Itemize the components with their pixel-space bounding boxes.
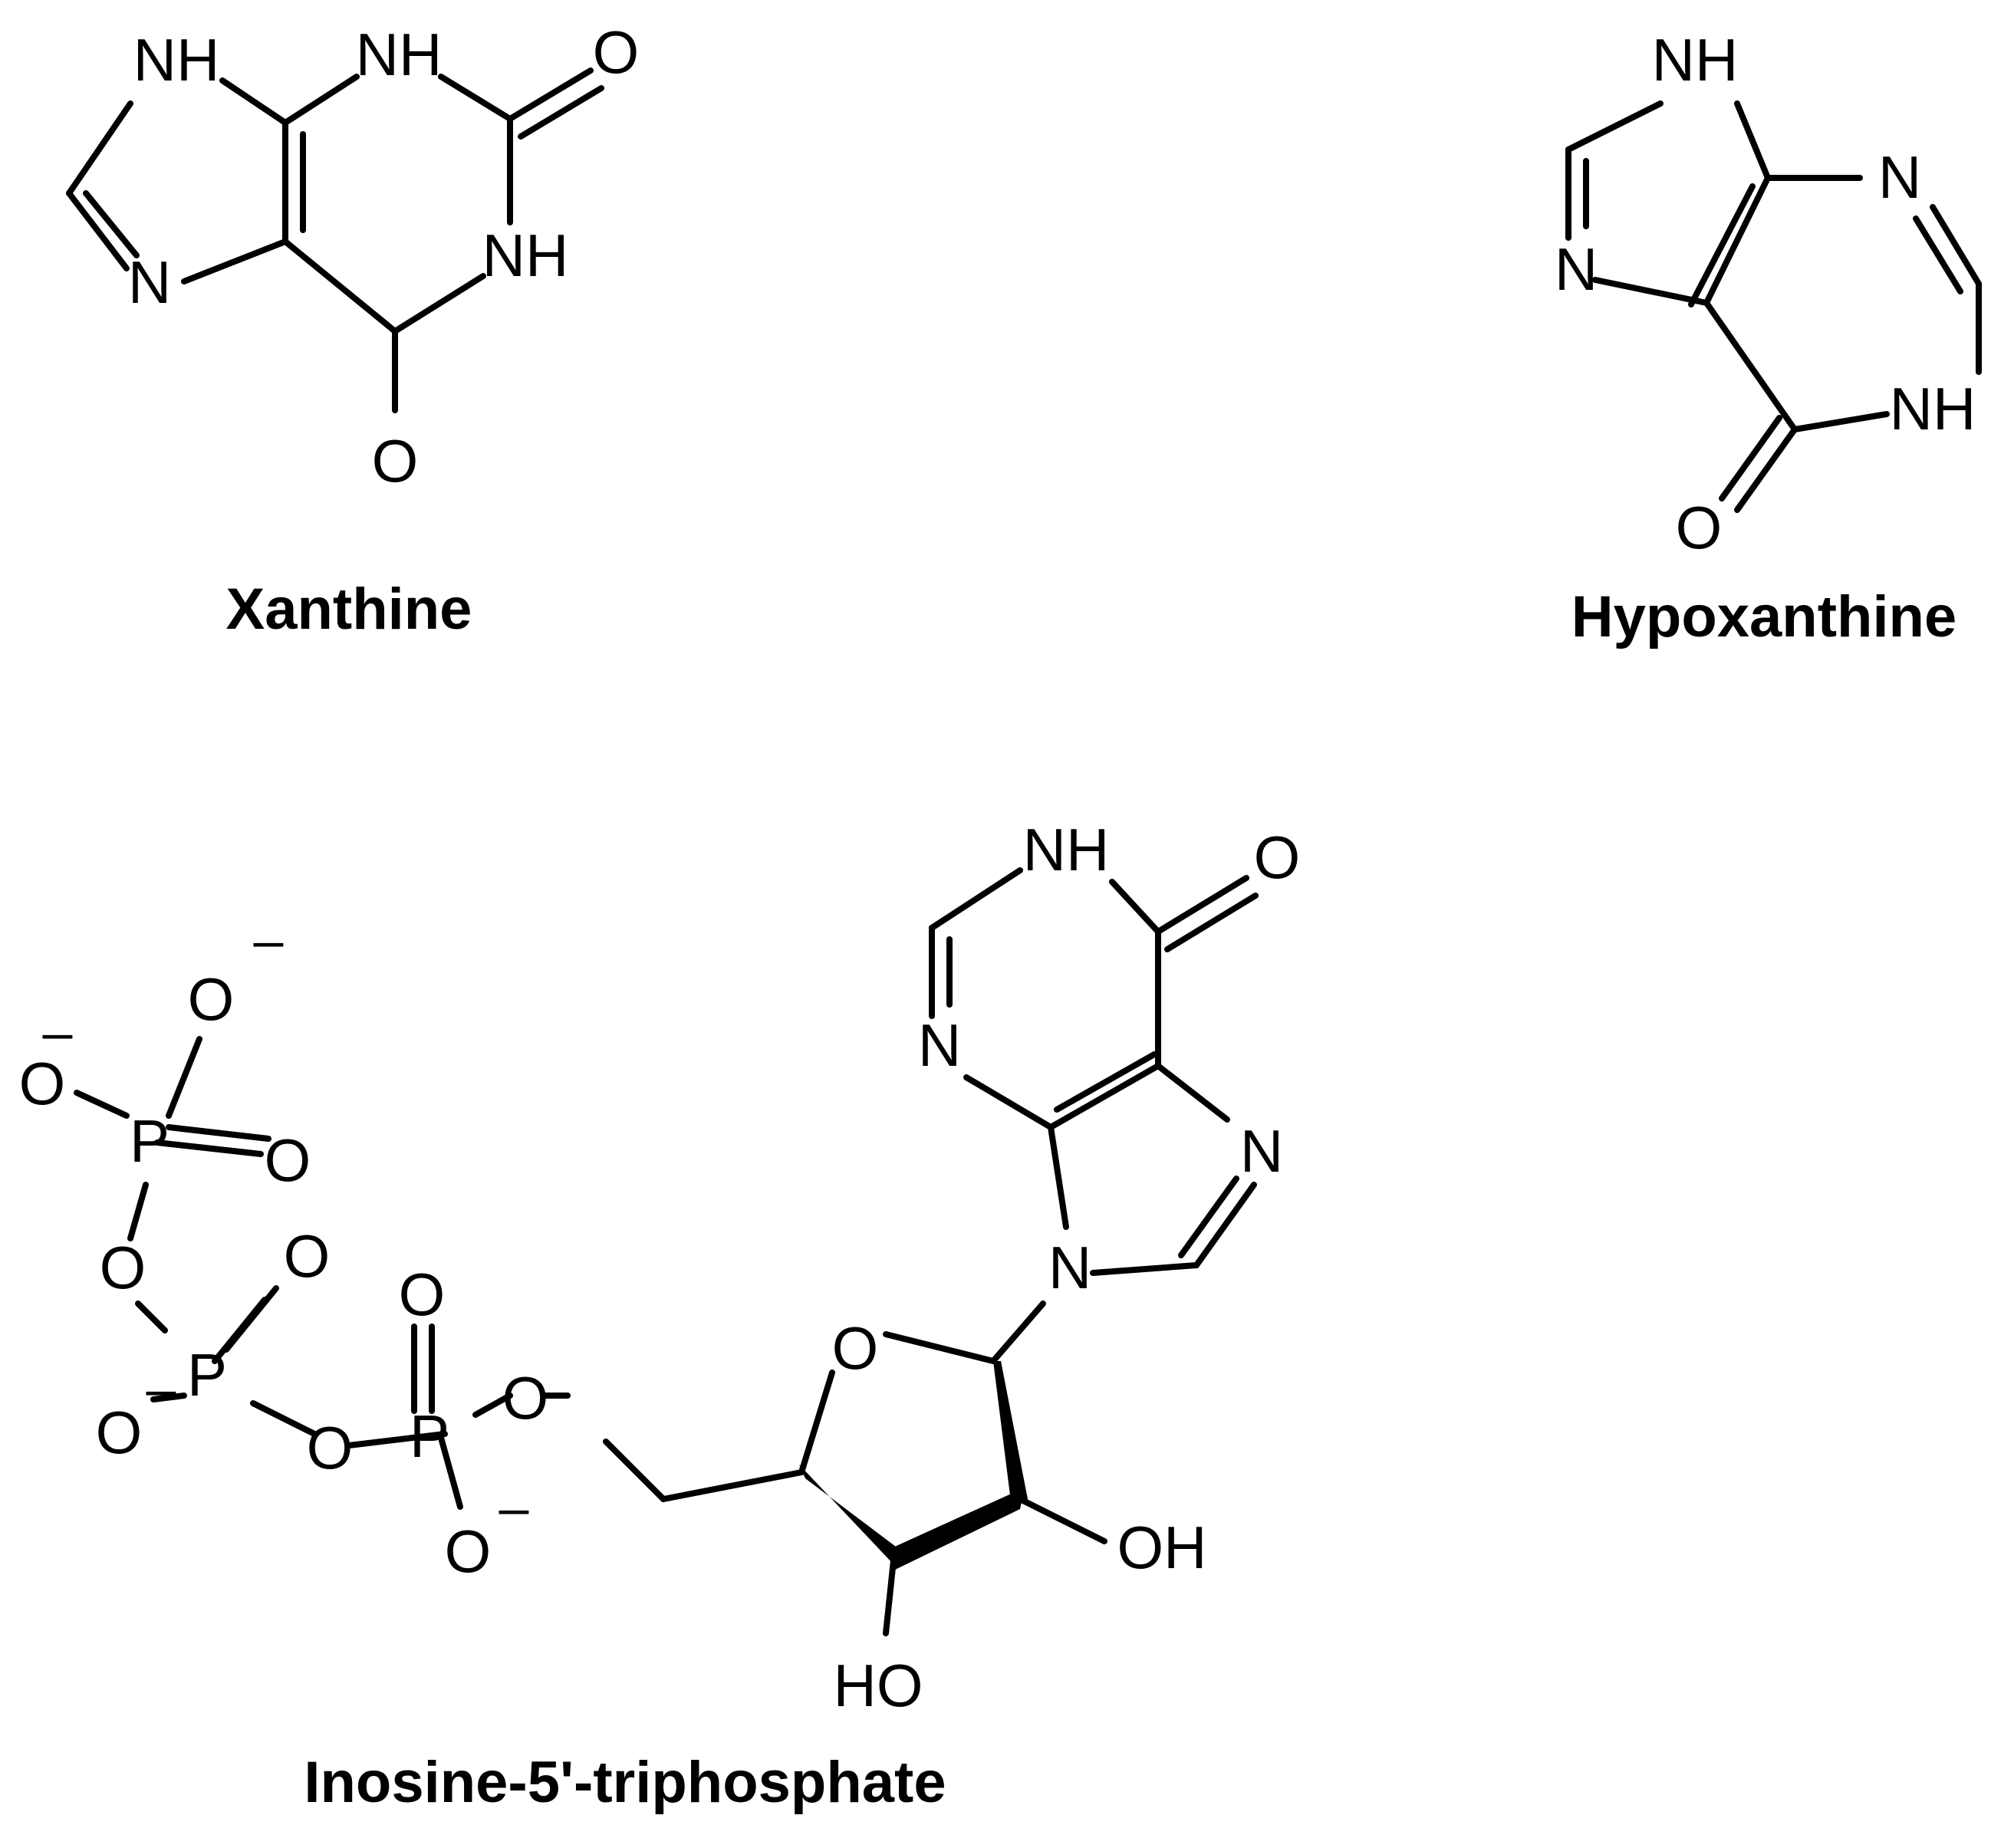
- compound-name: Xanthine: [226, 577, 472, 642]
- atom-label: N: [1878, 143, 1921, 211]
- atom-label: O: [96, 1399, 143, 1466]
- atom-label: O: [100, 1234, 146, 1301]
- negative-charge: –: [254, 910, 284, 970]
- compound-name: Inosine-5'-triphosphate: [304, 1750, 946, 1815]
- compound-name: Hypoxanthine: [1571, 584, 1957, 649]
- atom-label: NH: [1652, 26, 1739, 94]
- atom-label: O: [1676, 494, 1723, 561]
- atom-label: NH: [1023, 816, 1110, 883]
- atom-label: NH: [1890, 375, 1976, 442]
- atom-label: NH: [482, 222, 569, 289]
- wedge-bond: [890, 1488, 1025, 1570]
- wedge-bond: [993, 1361, 1028, 1501]
- hypoxanthine-bonds: [1565, 100, 1982, 513]
- negative-charge: –: [146, 1359, 176, 1419]
- atom-label: O: [19, 1050, 66, 1117]
- itp-structure: NH O N N N O OH HO O P O O O P O O O P O…: [19, 816, 1301, 1815]
- atom-label: N: [1048, 1234, 1091, 1301]
- atom-label: NH: [356, 21, 443, 88]
- atom-label: N: [918, 1011, 961, 1079]
- atom-label: O: [307, 1414, 354, 1481]
- atom-label: O: [1254, 824, 1301, 891]
- atom-label: O: [284, 1222, 331, 1290]
- xanthine-structure: NH N NH NH O O Xanthine: [66, 18, 640, 642]
- atom-label: O: [399, 1261, 446, 1328]
- atom-label: O: [593, 18, 640, 86]
- atom-label: P: [187, 1341, 227, 1409]
- atom-label: O: [445, 1518, 492, 1585]
- hypoxanthine-structure: NH N N NH O Hypoxanthine: [1555, 26, 1982, 649]
- atom-label: O: [372, 427, 419, 495]
- atom-label: N: [1555, 235, 1598, 303]
- atom-label: O: [502, 1364, 549, 1432]
- atom-label: N: [128, 248, 171, 316]
- atom-label: N: [1240, 1117, 1283, 1185]
- atom-label: P: [130, 1107, 169, 1175]
- atom-label: OH: [1117, 1514, 1207, 1581]
- atom-label: O: [188, 965, 235, 1033]
- atom-label: HO: [834, 1652, 923, 1719]
- atom-label: P: [410, 1402, 449, 1470]
- atom-label: O: [265, 1126, 311, 1194]
- negative-charge: –: [43, 1002, 73, 1062]
- wedge-bond: [799, 1465, 899, 1564]
- xanthine-bonds: [66, 67, 604, 413]
- atom-label: NH: [133, 26, 220, 94]
- negative-charge: –: [499, 1478, 529, 1537]
- atom-label: O: [832, 1314, 879, 1382]
- itp-bonds: [74, 867, 1259, 1636]
